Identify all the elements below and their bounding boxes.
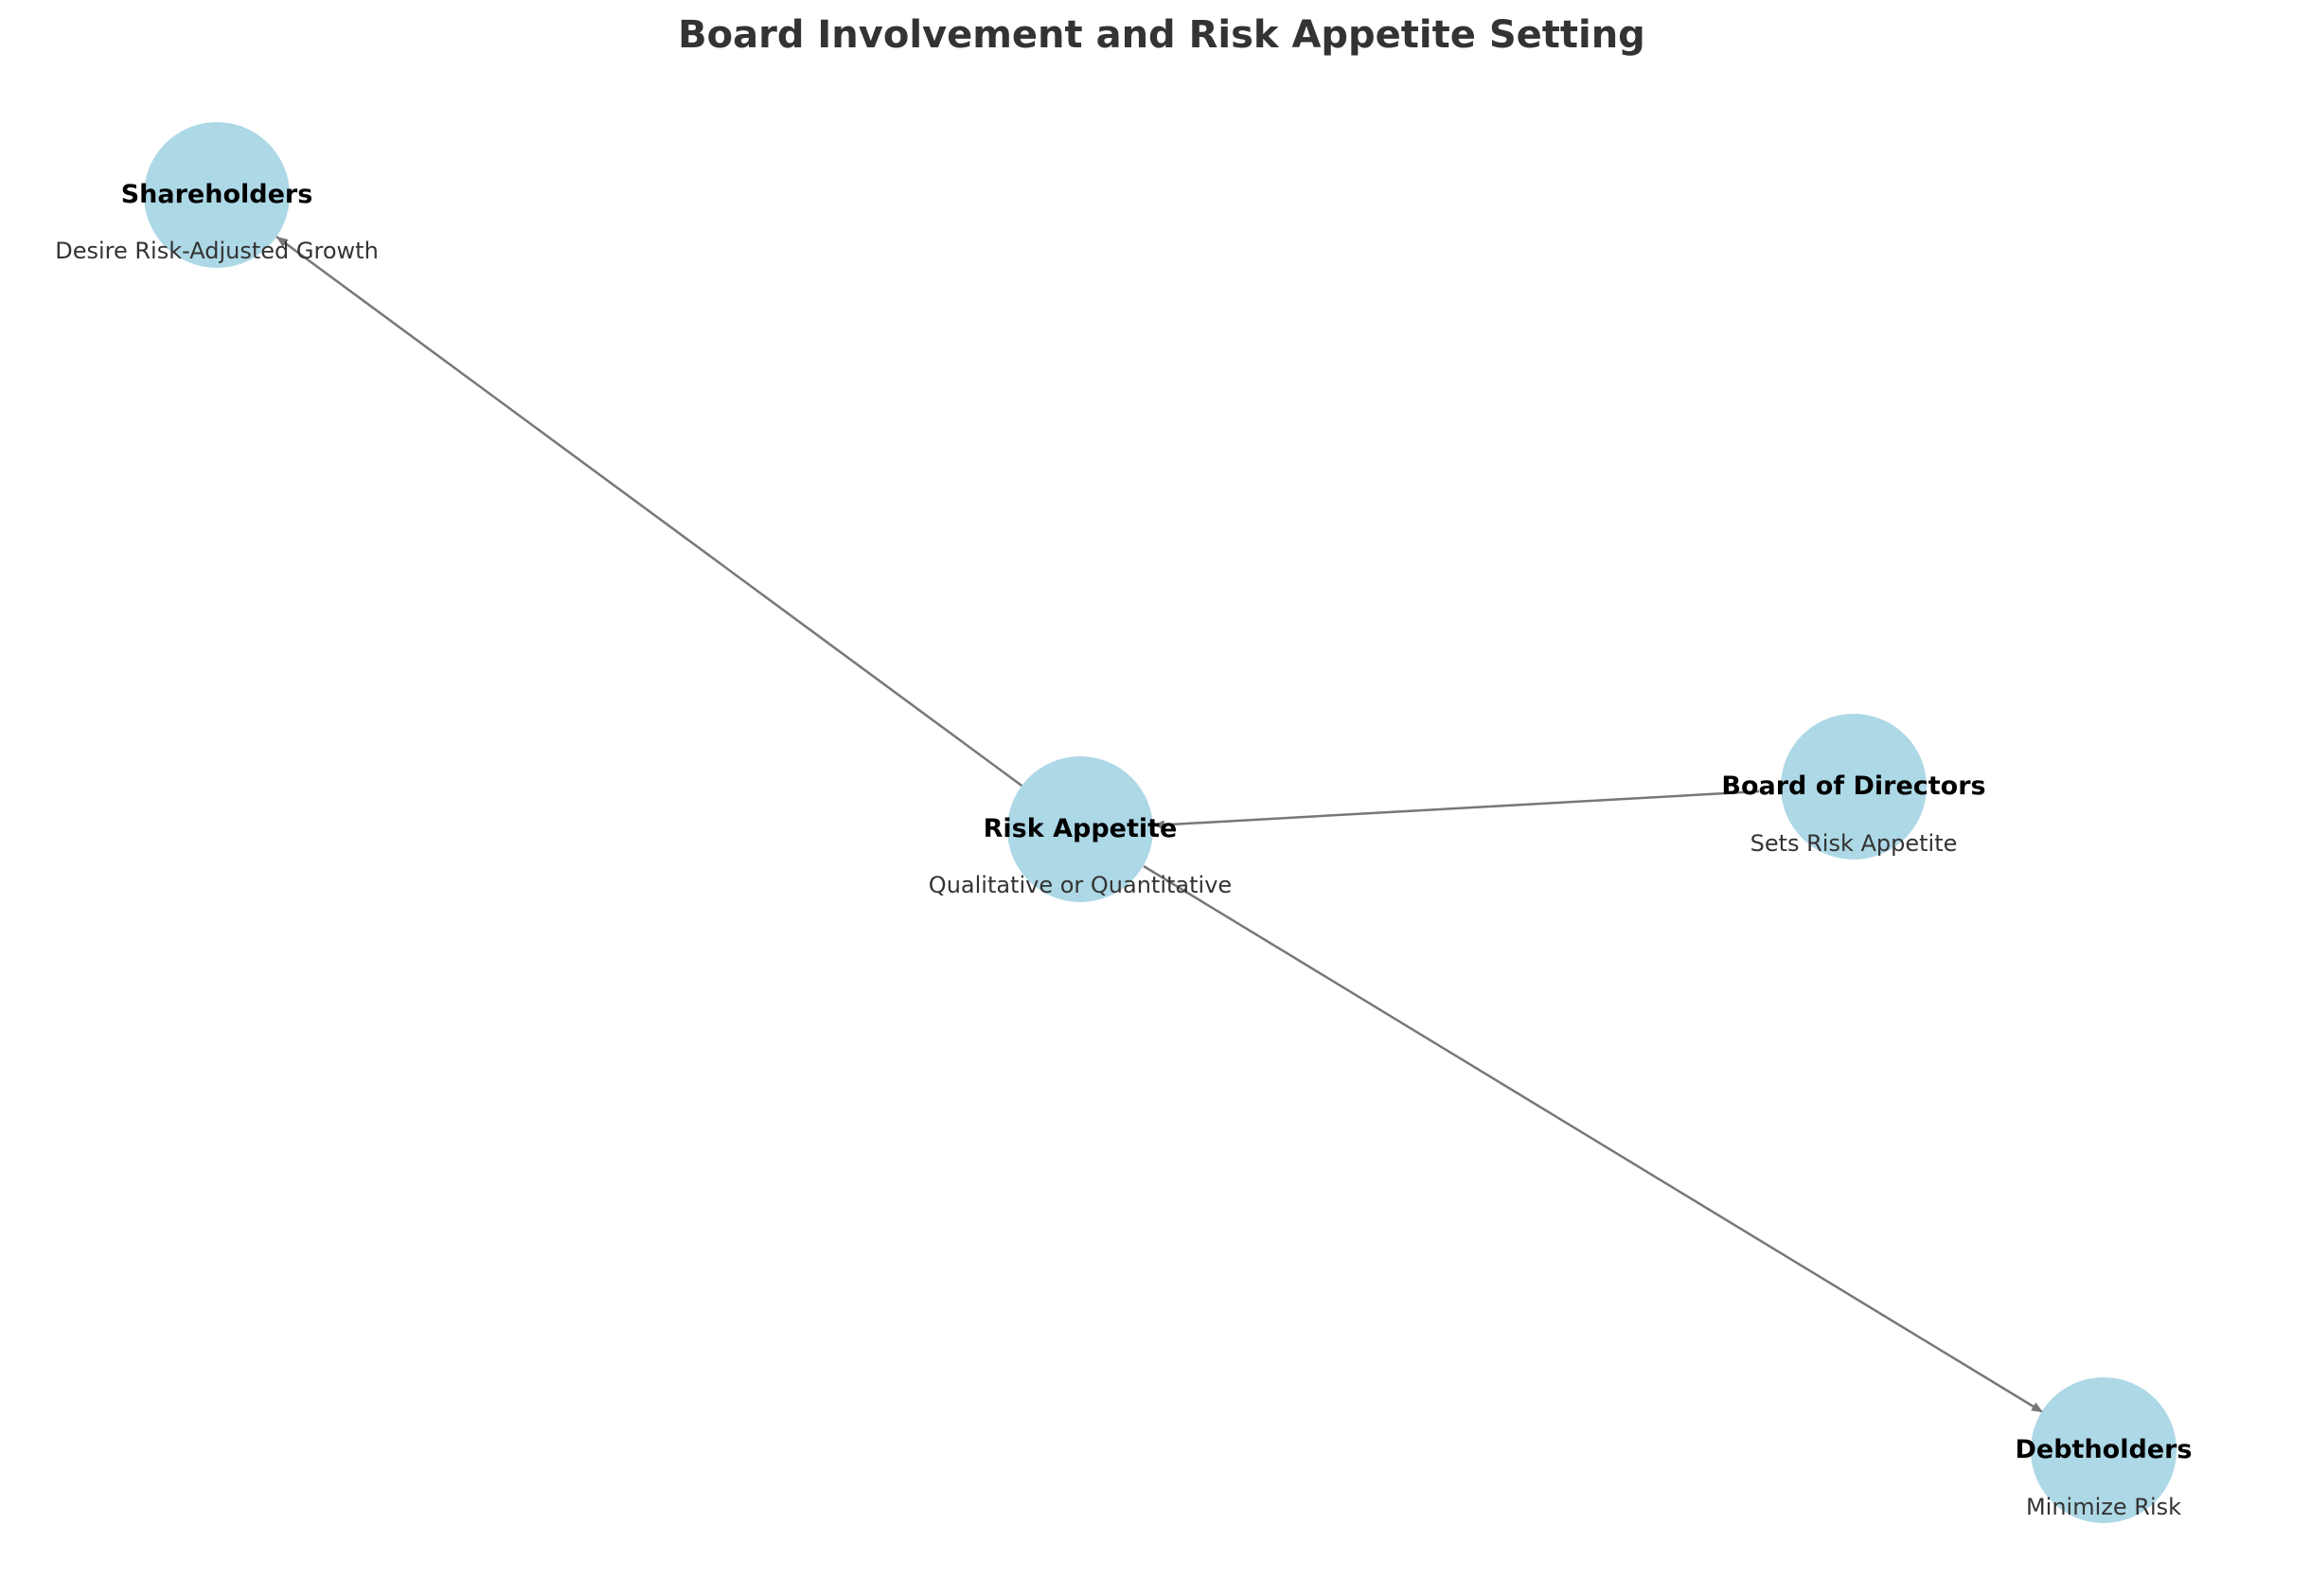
edges <box>275 235 2044 1414</box>
node-board-of-directors-description: Sets Risk Appetite <box>1750 830 1958 857</box>
node-risk-appetite: Risk Appetite Qualitative or Quantitativ… <box>929 756 1232 902</box>
diagram-title: Board Involvement and Risk Appetite Sett… <box>678 13 1645 57</box>
node-debtholders-description: Minimize Risk <box>2026 1494 2181 1520</box>
node-debtholders-label: Debtholders <box>2015 1435 2192 1464</box>
edge-risk-appetite-to-shareholders <box>275 235 1025 789</box>
node-shareholders: Shareholders Desire Risk-Adjusted Growth <box>55 122 379 268</box>
node-shareholders-description: Desire Risk-Adjusted Growth <box>55 238 379 264</box>
node-shareholders-label: Shareholders <box>121 180 313 209</box>
edge-risk-appetite-to-debtholders <box>1143 864 2044 1414</box>
node-board-of-directors-label: Board of Directors <box>1721 771 1985 801</box>
node-board-of-directors: Board of Directors Sets Risk Appetite <box>1721 714 1986 860</box>
node-board-of-directors-circle <box>1781 714 1927 860</box>
node-shareholders-circle <box>144 122 290 268</box>
node-risk-appetite-description: Qualitative or Quantitative <box>929 872 1232 898</box>
node-debtholders: Debtholders Minimize Risk <box>2015 1377 2193 1523</box>
node-debtholders-circle <box>2031 1377 2177 1523</box>
edge-board-to-risk-appetite <box>1152 789 1760 830</box>
node-risk-appetite-circle <box>1007 756 1153 902</box>
node-risk-appetite-label: Risk Appetite <box>984 814 1178 843</box>
